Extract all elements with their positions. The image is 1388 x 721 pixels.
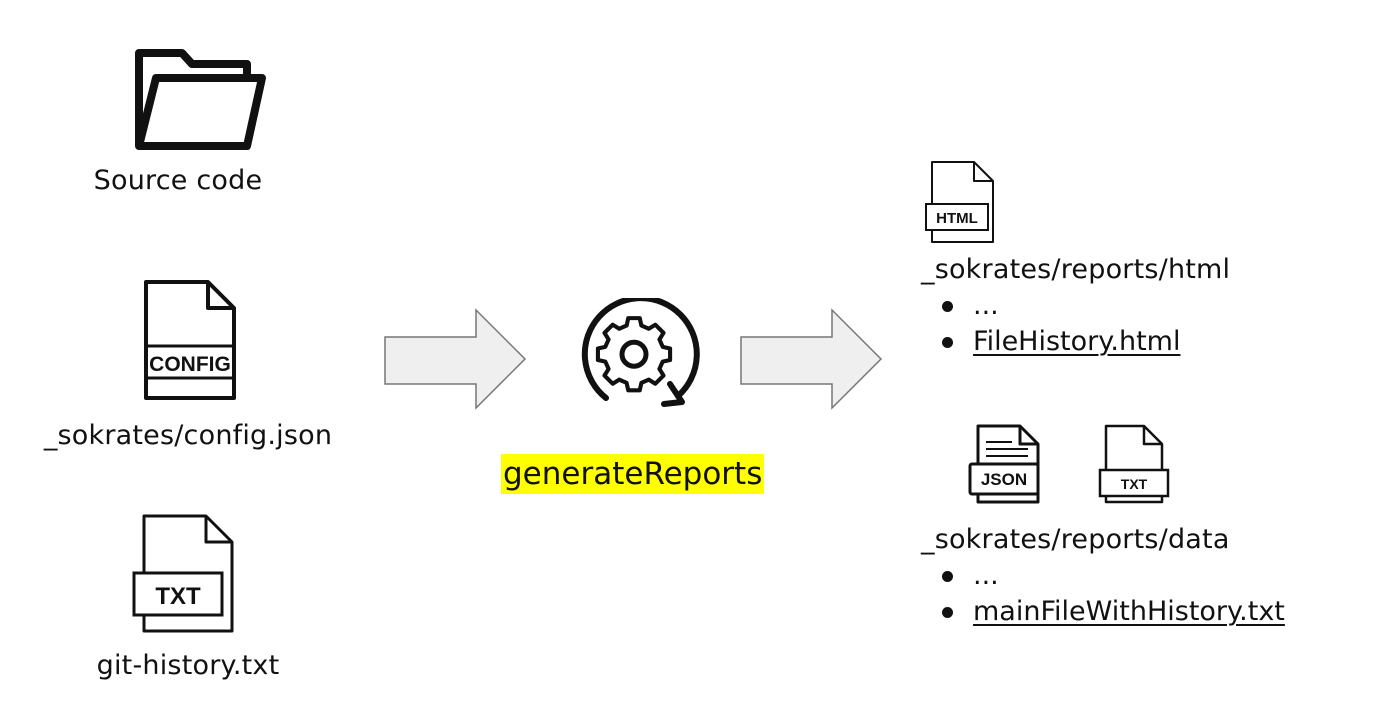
- reports-data-list: ... mainFileWithHistory.txt: [921, 558, 1285, 630]
- folder-icon: [130, 44, 270, 154]
- list-item[interactable]: FileHistory.html: [921, 324, 1180, 360]
- list-item: ...: [921, 558, 1285, 594]
- json-file-icon: JSON: [968, 424, 1044, 506]
- gear-cycle-icon: [566, 298, 702, 414]
- source-code-label: Source code: [93, 165, 263, 196]
- reports-html-path: _sokrates/reports/html: [921, 254, 1231, 285]
- reports-data-path: _sokrates/reports/data: [921, 524, 1230, 555]
- right-arrow-icon: [383, 308, 531, 412]
- list-item-text: ...: [973, 560, 999, 591]
- txt-file-icon: TXT: [130, 513, 236, 635]
- list-item[interactable]: mainFileWithHistory.txt: [921, 594, 1285, 630]
- list-item-text: ...: [973, 290, 999, 321]
- json-badge: JSON: [981, 470, 1027, 489]
- txt-badge: TXT: [1121, 476, 1148, 492]
- main-file-with-history-link[interactable]: mainFileWithHistory.txt: [973, 596, 1285, 627]
- txt-badge: TXT: [155, 583, 201, 610]
- reports-html-list: ... FileHistory.html: [921, 288, 1180, 360]
- generate-reports-label: generateReports: [501, 454, 765, 494]
- list-item: ...: [921, 288, 1180, 324]
- file-history-link[interactable]: FileHistory.html: [973, 326, 1181, 357]
- right-arrow-icon: [739, 308, 887, 412]
- git-history-label: git-history.txt: [96, 650, 280, 681]
- config-json-label: _sokrates/config.json: [43, 420, 333, 451]
- html-file-icon: HTML: [922, 160, 998, 246]
- html-badge: HTML: [936, 210, 978, 227]
- config-file-icon: CONFIG: [140, 278, 240, 402]
- txt-file-icon: TXT: [1096, 424, 1172, 506]
- config-badge: CONFIG: [149, 353, 231, 376]
